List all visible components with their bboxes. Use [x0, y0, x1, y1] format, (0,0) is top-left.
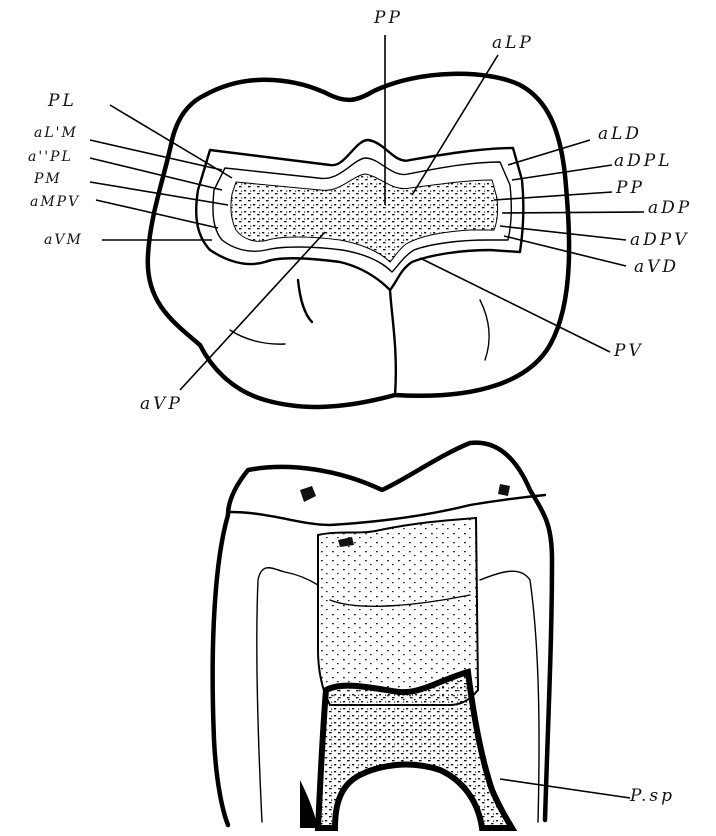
label-avd: aVD: [634, 259, 679, 276]
leader-pp-right: [494, 192, 612, 200]
label-adpv: aDPV: [630, 232, 689, 249]
label-alm: aL'M: [34, 126, 78, 140]
leader-avp: [180, 232, 325, 390]
root-wall-left: [257, 568, 318, 822]
label-adpl: aDPL: [614, 153, 673, 170]
label-ald: aLD: [598, 126, 642, 143]
leader-psp: [500, 779, 630, 798]
label-ampl: a''PL: [28, 150, 73, 164]
leader-pv: [420, 258, 610, 352]
leader-ald: [508, 140, 590, 165]
label-avm: aVM: [44, 233, 83, 247]
label-pp-top: PP: [374, 10, 403, 27]
cusp-contour-right: [480, 300, 489, 360]
section-view: [213, 443, 552, 828]
label-pl: PL: [48, 93, 77, 110]
vestibular-groove: [390, 290, 396, 395]
leader-alm: [90, 140, 222, 170]
crown-mark-1: [300, 486, 316, 502]
pulp-space: [318, 672, 512, 828]
label-ampv: aMPV: [30, 195, 80, 209]
leader-avd: [504, 236, 626, 266]
label-avp: aVP: [140, 396, 183, 413]
label-pp-right: PP: [616, 180, 645, 197]
leader-adpv: [500, 226, 626, 240]
root-shading: [300, 780, 318, 828]
cusp-contour-left: [298, 280, 312, 322]
cusp-contour-lower: [230, 330, 285, 344]
label-adp: aDP: [648, 200, 692, 217]
label-psp: P.sp: [630, 788, 675, 805]
label-alp: aLP: [492, 35, 534, 52]
label-pv: PV: [614, 343, 644, 360]
crown-mark-2: [498, 484, 510, 496]
leader-adp: [502, 212, 644, 213]
label-pm: PM: [34, 172, 62, 186]
enamel-line: [230, 495, 545, 525]
